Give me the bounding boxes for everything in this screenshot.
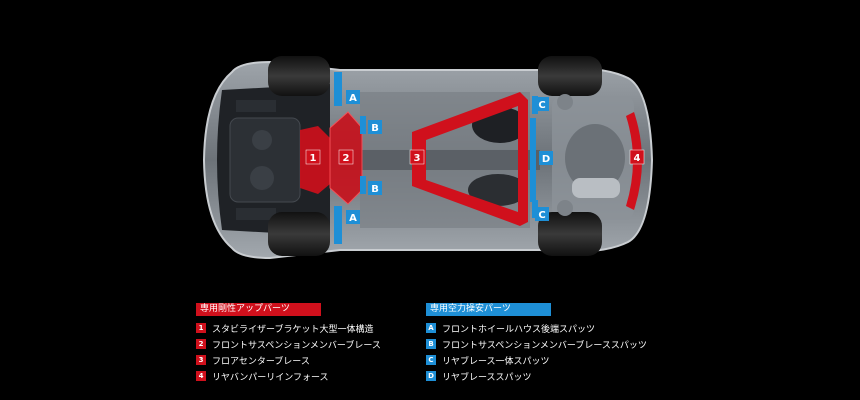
callout-A-bottom: A (346, 210, 360, 224)
svg-text:C: C (538, 100, 545, 111)
callout-C-top: C (535, 97, 549, 111)
legend-label: フロントサスペンションメンバーブレース (212, 340, 381, 351)
legend-item-B: B フロントサスペンションメンバーブレーススパッツ (426, 336, 686, 352)
svg-text:A: A (349, 93, 357, 104)
part-D-rear-brace-spat (530, 118, 536, 202)
callout-D: D (539, 151, 553, 165)
tire-front-left (268, 56, 330, 96)
rigidity-legend: 専用剛性アップパーツ 1 スタビライザーブラケット大型一体構造 2 フロントサス… (196, 296, 456, 384)
legend-item-C: C リヤブレース一体スパッツ (426, 352, 686, 368)
rear-hub (557, 200, 573, 216)
legend-item-2: 2 フロントサスペンションメンバーブレース (196, 336, 456, 352)
legend-key: C (426, 355, 436, 365)
legend-key: D (426, 371, 436, 381)
legend-label: リヤブレーススパッツ (442, 372, 532, 383)
svg-text:D: D (542, 154, 550, 165)
legend-item-3: 3 フロアセンターブレース (196, 352, 456, 368)
engine-detail (236, 208, 276, 220)
legend-key: B (426, 339, 436, 349)
aero-legend-title: 専用空力操安パーツ (426, 303, 551, 316)
legend-key: 4 (196, 371, 206, 381)
engine-detail (252, 130, 272, 150)
svg-text:3: 3 (414, 153, 421, 164)
svg-text:B: B (371, 184, 379, 195)
legend-item-D: D リヤブレーススパッツ (426, 368, 686, 384)
tire-rear-left (538, 56, 602, 96)
callout-B-top: B (368, 120, 382, 134)
aero-legend: 専用空力操安パーツ A フロントホイールハウス後端スパッツ B フロントサスペン… (426, 296, 686, 384)
legend-label: フロントホイールハウス後端スパッツ (442, 324, 596, 335)
callout-4: 4 (629, 149, 645, 165)
part-3-floor-center-brace (412, 92, 528, 226)
legend-label: スタビライザーブラケット大型一体構造 (212, 324, 374, 335)
rear-muffler (572, 178, 620, 198)
legend-label: リヤバンパーリインフォース (212, 372, 329, 383)
part-B-member-brace-spat-top (360, 116, 366, 134)
callout-A-top: A (346, 90, 360, 104)
svg-text:B: B (371, 123, 379, 134)
exhaust-tunnel (340, 150, 540, 170)
callout-1: 1 (305, 149, 321, 165)
callout-2: 2 (338, 149, 354, 165)
callout-3: 3 (409, 149, 425, 165)
legend-key: 2 (196, 339, 206, 349)
callout-B-bottom: B (368, 181, 382, 195)
legend-item-A: A フロントホイールハウス後端スパッツ (426, 320, 686, 336)
fuel-tank (468, 174, 528, 206)
legend-key: A (426, 323, 436, 333)
legend-label: リヤブレース一体スパッツ (442, 356, 550, 367)
spare-tire-well (565, 124, 625, 192)
svg-text:A: A (349, 213, 357, 224)
tire-front-right (268, 212, 330, 256)
legend-item-1: 1 スタビライザーブラケット大型一体構造 (196, 320, 456, 336)
svg-text:1: 1 (310, 153, 317, 164)
legend-key: 1 (196, 323, 206, 333)
callout-C-bottom: C (535, 207, 549, 221)
legend-label: フロアセンターブレース (212, 356, 310, 367)
svg-text:2: 2 (343, 153, 350, 164)
part-A-front-wheelhouse-spat-bottom (334, 206, 342, 244)
part-A-front-wheelhouse-spat-top (334, 72, 342, 106)
rigidity-legend-list: 1 スタビライザーブラケット大型一体構造 2 フロントサスペンションメンバーブレ… (196, 320, 456, 384)
part-B-member-brace-spat-bottom (360, 176, 366, 194)
engine-detail (236, 100, 276, 112)
svg-text:C: C (538, 210, 545, 221)
aero-legend-list: A フロントホイールハウス後端スパッツ B フロントサスペンションメンバーブレー… (426, 320, 686, 384)
rigidity-legend-title: 専用剛性アップパーツ (196, 303, 321, 316)
rear-hub (557, 94, 573, 110)
legend-item-4: 4 リヤバンパーリインフォース (196, 368, 456, 384)
underbody-diagram: A A B B C C D 1 (202, 56, 654, 260)
engine-detail (250, 166, 274, 190)
legend-label: フロントサスペンションメンバーブレーススパッツ (442, 340, 647, 351)
svg-text:4: 4 (634, 153, 641, 164)
tire-rear-right (538, 212, 602, 256)
legend-key: 3 (196, 355, 206, 365)
